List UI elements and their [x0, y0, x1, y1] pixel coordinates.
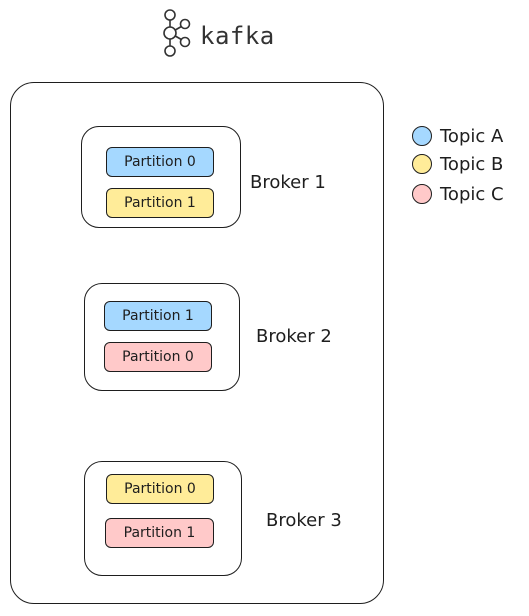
broker-2-partition-topic-a: Partition 1 — [104, 301, 212, 331]
kafka-logo-text: kafka — [200, 22, 275, 50]
broker-3-label: Broker 3 — [266, 510, 342, 531]
kafka-logo-icon — [163, 9, 191, 57]
broker-1-label: Broker 1 — [250, 172, 326, 193]
kafka-logo: kafka — [158, 8, 278, 60]
legend-topic-c: Topic C — [412, 181, 504, 207]
legend-label-topic-a: Topic A — [440, 125, 504, 147]
broker-3: Partition 0 Partition 1 — [84, 461, 242, 576]
legend-swatch-topic-b — [412, 154, 432, 174]
legend-label-topic-b: Topic B — [440, 153, 504, 175]
legend-swatch-topic-c — [412, 184, 432, 204]
broker-2: Partition 1 Partition 0 — [84, 283, 240, 391]
broker-1-partition-topic-a: Partition 0 — [106, 147, 214, 177]
broker-3-partition-topic-c: Partition 1 — [105, 518, 214, 548]
broker-2-label: Broker 2 — [256, 326, 332, 347]
legend-label-topic-c: Topic C — [440, 183, 504, 205]
legend-swatch-topic-a — [412, 126, 432, 146]
legend-topic-b: Topic B — [412, 151, 503, 177]
broker-3-partition-topic-b: Partition 0 — [106, 474, 214, 504]
legend-topic-a: Topic A — [412, 123, 503, 149]
kafka-cluster — [10, 82, 384, 604]
broker-1-partition-topic-b: Partition 1 — [106, 188, 214, 218]
broker-2-partition-topic-c: Partition 0 — [104, 342, 212, 372]
broker-1: Partition 0 Partition 1 — [81, 126, 241, 228]
